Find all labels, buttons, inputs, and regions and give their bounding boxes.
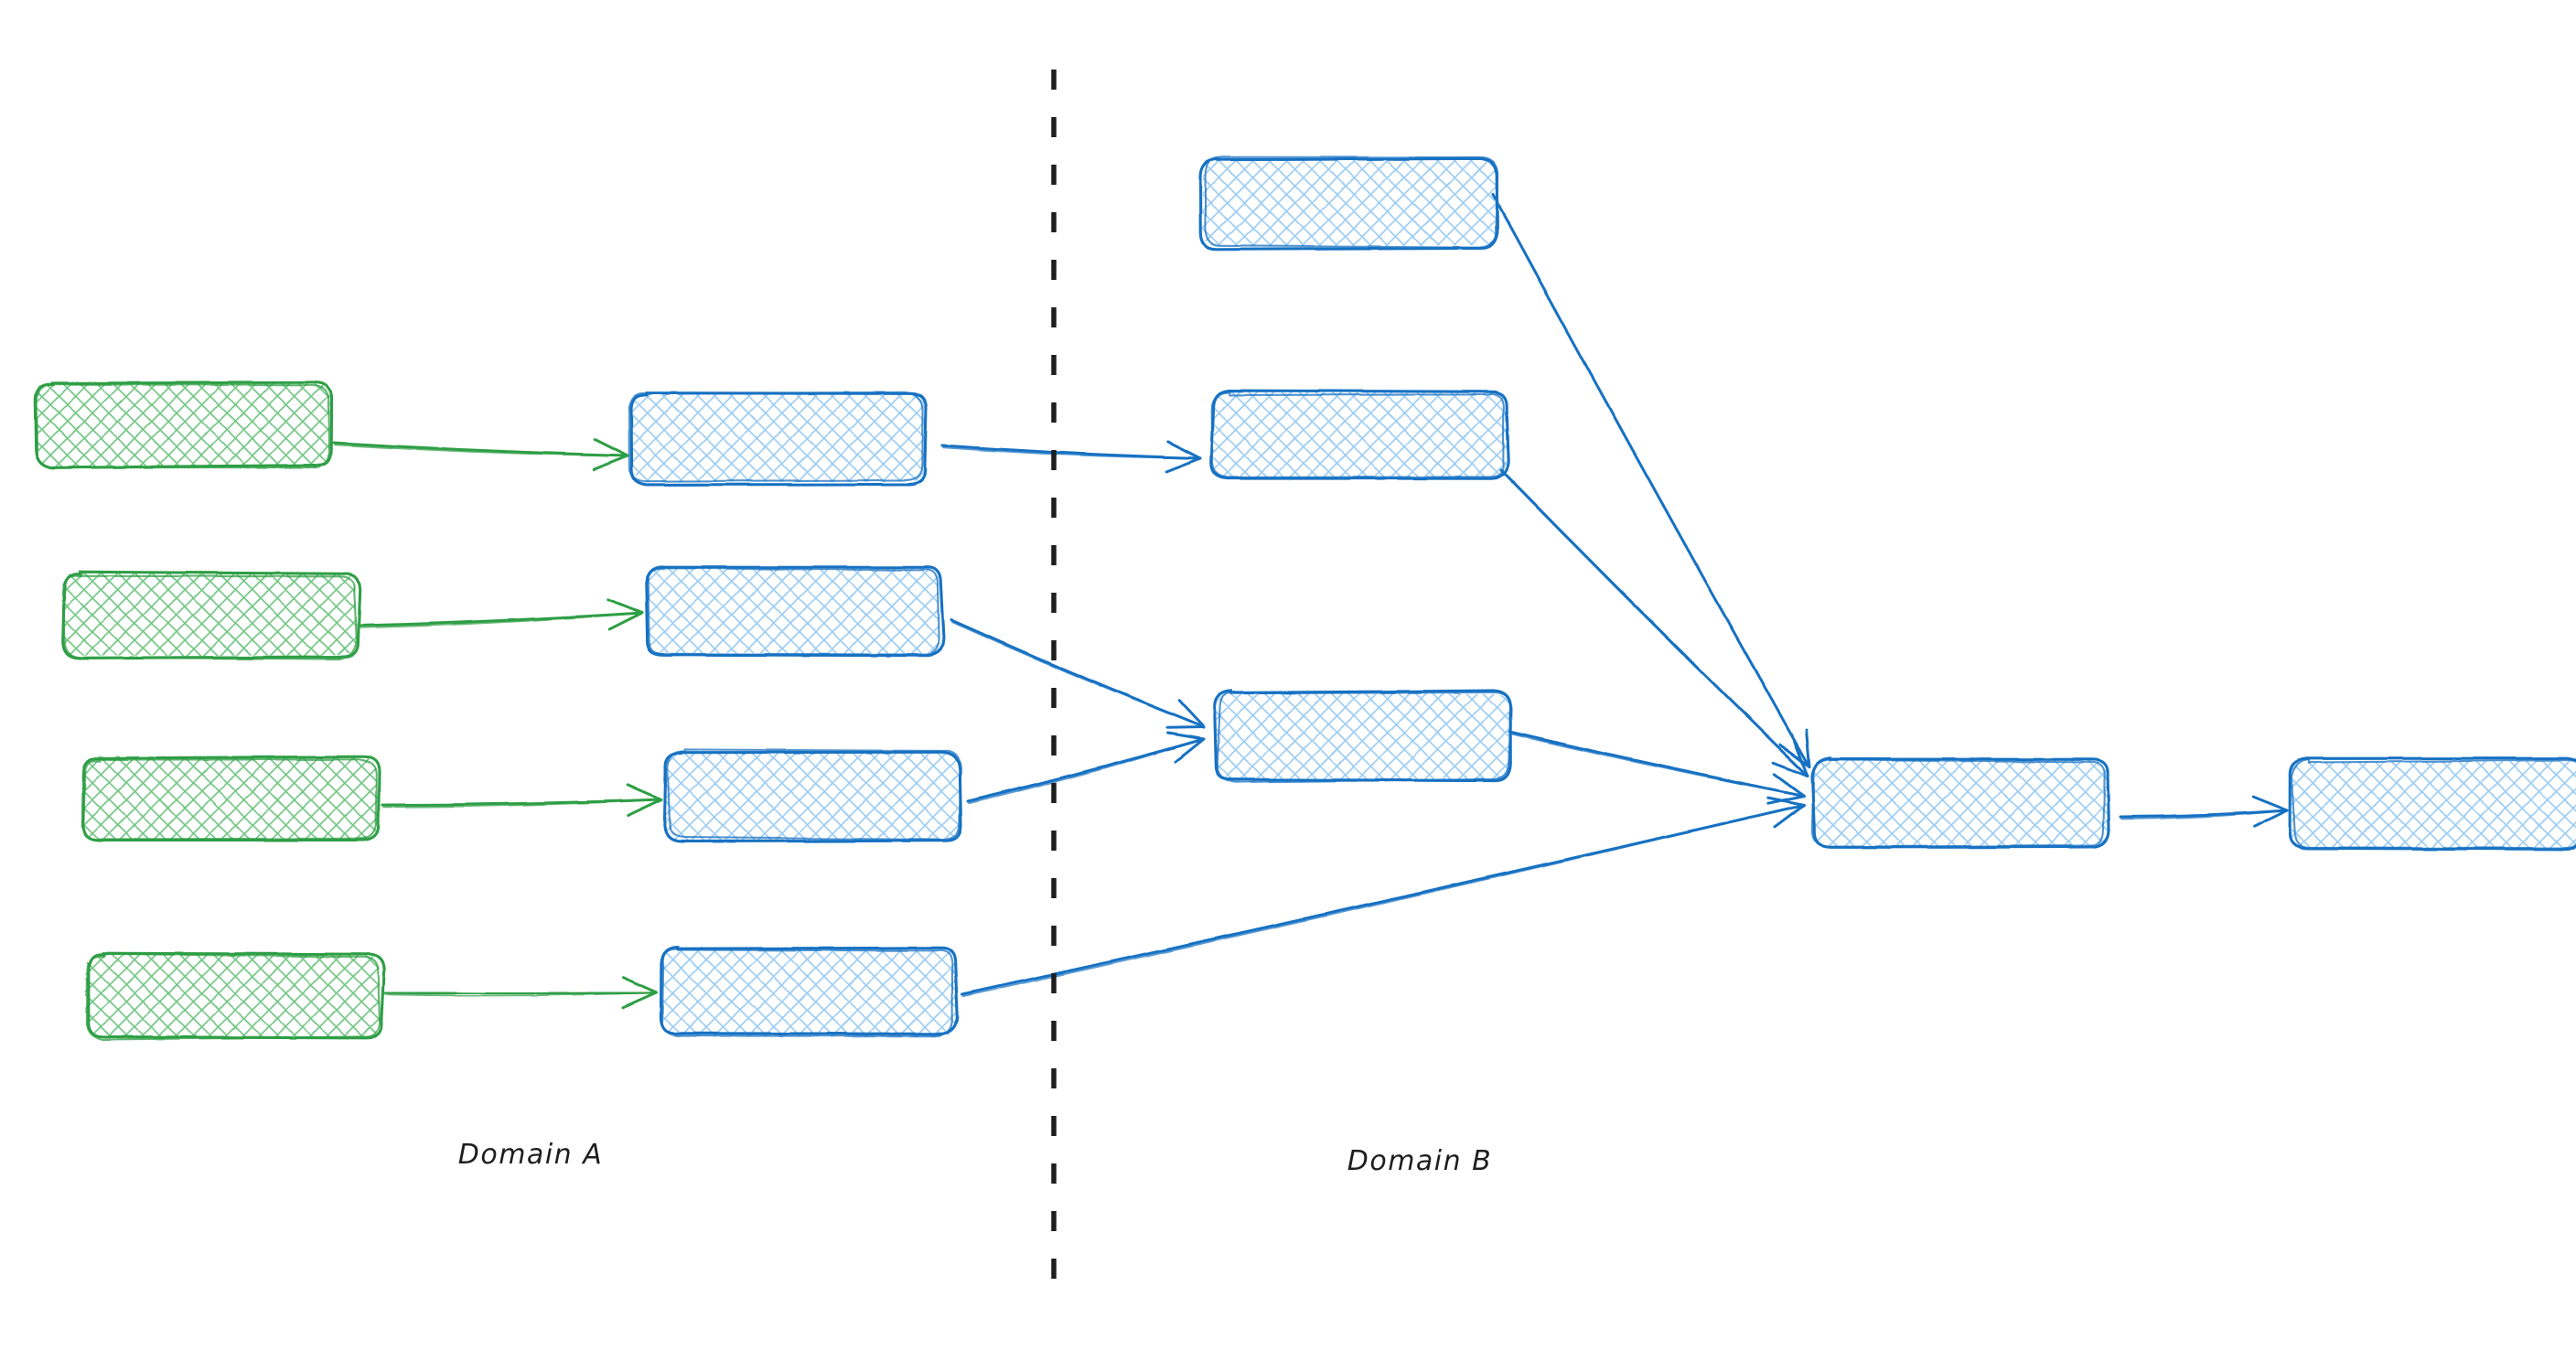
node-b-sink[interactable] — [2291, 761, 2576, 849]
node-a-src-1[interactable] — [37, 382, 331, 466]
edge-e9 — [1491, 193, 1811, 768]
node-a-src-4 — [84, 951, 386, 1041]
node-a-proc-4 — [659, 946, 960, 1037]
node-b-node-2 — [1209, 389, 1510, 480]
node-a-src-3 — [80, 755, 381, 841]
node-a-src-2 — [61, 570, 362, 660]
edge-e4 — [382, 976, 659, 1009]
node-b-node-3 — [1213, 689, 1513, 784]
edge-e6 — [950, 618, 1206, 730]
node-a-proc-2 — [644, 565, 945, 658]
domain-a-label: Domain A — [457, 1139, 604, 1171]
edge-e7 — [966, 732, 1206, 805]
domain-b-label: Domain B — [1347, 1145, 1493, 1177]
edge-e11 — [1508, 730, 1806, 805]
node-a-src-4[interactable] — [86, 954, 381, 1038]
node-a-proc-1 — [628, 391, 928, 487]
edge-e12 — [2119, 795, 2289, 829]
node-b-sink — [2288, 756, 2576, 851]
node-b-node-2[interactable] — [1212, 391, 1507, 479]
node-b-node-1[interactable] — [1202, 158, 1497, 246]
node-b-merge[interactable] — [1813, 759, 2108, 847]
node-b-merge — [1810, 756, 2111, 849]
node-b-node-1 — [1198, 155, 1499, 251]
node-a-proc-4[interactable] — [660, 948, 955, 1035]
node-a-proc-2[interactable] — [646, 567, 940, 655]
node-b-node-3[interactable] — [1216, 693, 1510, 781]
node-a-src-3[interactable] — [84, 756, 379, 841]
edge-e10 — [1498, 467, 1809, 777]
edge-e1 — [332, 437, 629, 471]
node-a-src-1 — [34, 381, 334, 469]
node-a-proc-3 — [662, 748, 963, 843]
node-a-proc-1[interactable] — [631, 393, 926, 481]
node-a-src-2[interactable] — [62, 573, 357, 658]
node-a-proc-3[interactable] — [665, 752, 960, 840]
edge-e3 — [381, 783, 663, 817]
edge-e5 — [940, 440, 1202, 473]
edge-e2 — [357, 597, 644, 631]
